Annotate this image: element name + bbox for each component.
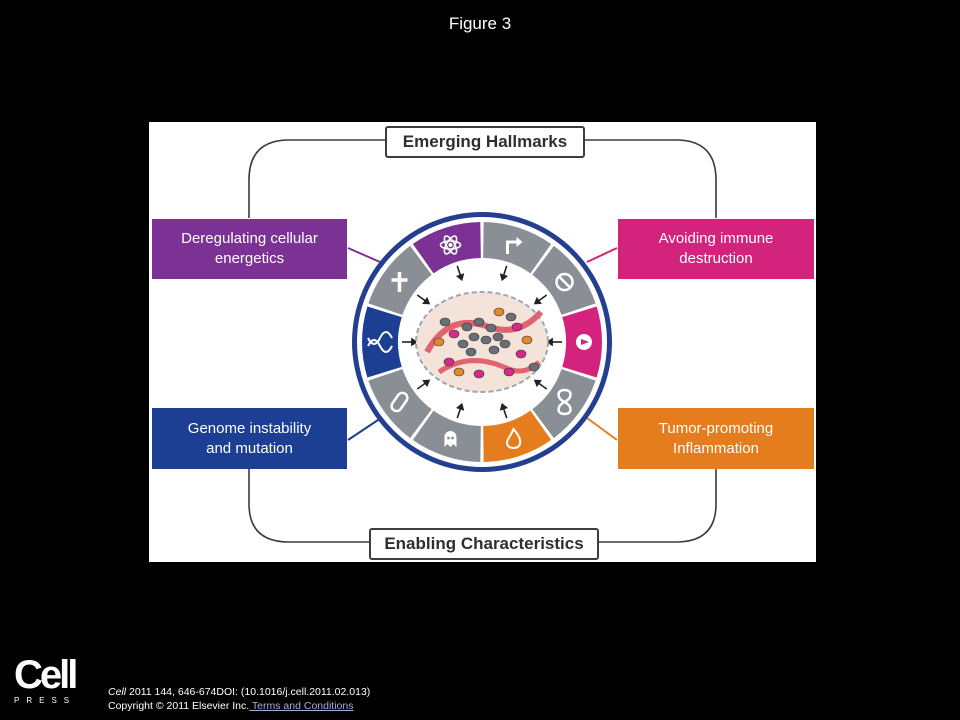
connector-lines [248, 139, 717, 543]
inward-arrow-head [422, 379, 431, 388]
logo-word: Cell [14, 653, 78, 697]
connector-bottom-right [595, 469, 717, 543]
dna-icon [367, 331, 393, 353]
tumor-cell [493, 307, 505, 317]
inward-arrow-head [455, 273, 465, 282]
tumor-cell [488, 345, 500, 355]
tumor-cell [528, 362, 540, 372]
tumor-cell [521, 335, 533, 345]
inward-arrow-head [533, 379, 542, 388]
tumor-cell [492, 332, 504, 342]
journal-name: Cell [108, 686, 127, 698]
tumor-cell [457, 339, 469, 349]
tumor-cell [485, 323, 497, 333]
tumor-cell [473, 317, 485, 327]
leader-bottom-left [347, 417, 382, 441]
terms-and-conditions-link[interactable]: Terms and Conditions [249, 700, 354, 712]
inward-arrow-head [499, 402, 509, 411]
box-line-2: and mutation [206, 439, 293, 457]
logo-press: PRESS [14, 696, 77, 705]
wheel-segment [368, 369, 432, 439]
tumor-cell [443, 357, 455, 367]
hallmarks-diagram [248, 139, 717, 543]
genome-instability-box: Genome instability and mutation [152, 408, 347, 469]
box-line-2: energetics [214, 250, 285, 267]
no-sign-icon [555, 272, 574, 292]
tumor-cell [468, 332, 480, 342]
vessel-icon [390, 391, 409, 413]
ghost-cell-icon [444, 431, 457, 448]
emerging-hallmarks-header: Emerging Hallmarks [385, 126, 585, 158]
tumor-cell [465, 347, 477, 357]
inward-arrow-head [546, 337, 553, 347]
tumor-cells [433, 307, 540, 379]
box-leader-lines [347, 247, 618, 441]
inward-arrows [402, 265, 562, 419]
inward-arrow-head [499, 273, 509, 282]
box-line-2: destruction [679, 250, 753, 267]
copyright-text: Copyright © 2011 Elsevier Inc. [108, 700, 250, 712]
immune-cell-icon [576, 334, 592, 350]
tumor-cell [448, 329, 460, 339]
blood-vessel-2 [437, 358, 541, 375]
citation-line-1: Cell 2011 144, 646-674DOI: (10.1016/j.ce… [108, 685, 370, 699]
wheel-segment [483, 222, 552, 274]
arrow-turn-icon [506, 236, 523, 254]
leader-top-right [586, 247, 618, 263]
tumor-cell [433, 337, 445, 347]
inward-arrow-head [533, 296, 542, 305]
inward-arrow-head [411, 337, 418, 347]
connector-top-right [581, 139, 717, 218]
tumor-cell [439, 317, 451, 327]
inward-arrow-head [455, 402, 465, 411]
box-line-1: Tumor-promoting [658, 419, 774, 437]
cross-icon [391, 272, 408, 293]
wheel-segments [362, 222, 602, 462]
hallmarks-figure: Emerging Hallmarks Enabling Characterist… [149, 122, 816, 562]
connector-bottom-left [248, 469, 369, 543]
tumor-cell [453, 367, 465, 377]
avoiding-immune-destruction-box: Avoiding immune destruction [618, 219, 814, 279]
tumor-cell [505, 312, 517, 322]
cell-press-logo: Cell PRESS [14, 653, 82, 706]
citation: Cell 2011 144, 646-674DOI: (10.1016/j.ce… [108, 685, 370, 713]
wheel-segment [483, 410, 552, 462]
inward-arrow-head [422, 296, 431, 305]
slide-title: Figure 3 [448, 14, 512, 33]
leader-bottom-right [586, 417, 618, 441]
tumor-cell [473, 369, 485, 379]
tumor-cell [511, 322, 523, 332]
connector-top-left [248, 139, 385, 218]
infinity-icon [557, 388, 572, 416]
tumor-promoting-inflammation-box: Tumor-promoting Inflammation [618, 408, 814, 469]
tumor-cell [515, 349, 527, 359]
tumor-cell [461, 322, 473, 332]
atom-icon [439, 235, 462, 255]
deregulating-energetics-box: Deregulating cellular energetics [152, 219, 347, 279]
box-line-2: Inflammation [673, 439, 759, 457]
box-line-1: Genome instability [187, 419, 312, 437]
box-line-1: Avoiding immune [658, 230, 774, 247]
enabling-characteristics-header: Enabling Characteristics [369, 528, 599, 560]
hallmark-wheel [352, 212, 612, 472]
tumor-cell [503, 367, 515, 377]
tumor-cell [480, 335, 492, 345]
leader-top-left [347, 247, 381, 263]
box-line-1: Deregulating cellular [181, 230, 318, 247]
wheel-segment [362, 306, 402, 378]
tumor-cell [499, 339, 511, 349]
citation-details: 2011 144, 646-674DOI: (10.1016/j.cell.20… [126, 686, 371, 698]
flame-icon [506, 427, 522, 450]
tumor-cluster [415, 291, 549, 393]
citation-line-2: Copyright © 2011 Elsevier Inc. Terms and… [108, 699, 370, 713]
